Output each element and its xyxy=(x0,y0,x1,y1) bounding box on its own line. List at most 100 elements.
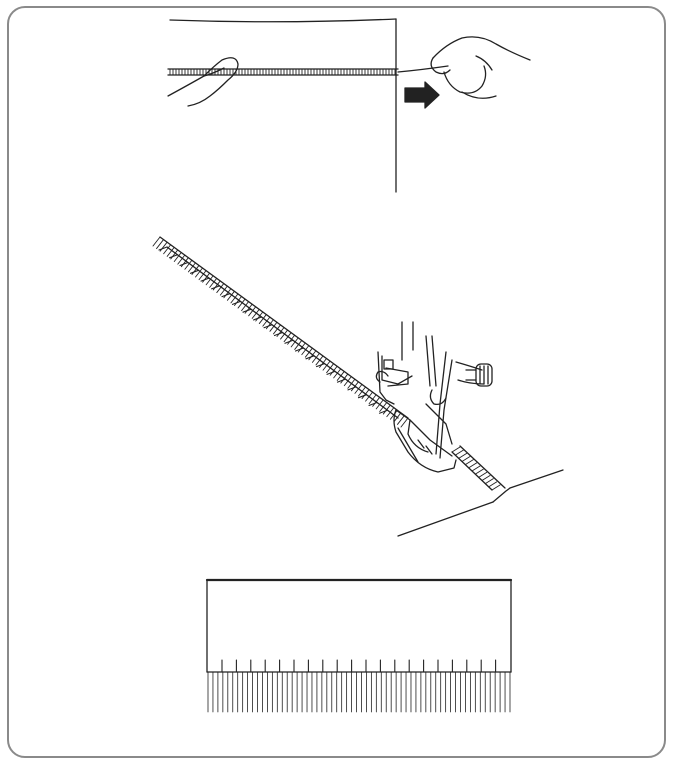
strip-tick xyxy=(163,244,172,255)
illustration-frame xyxy=(7,6,666,758)
fringe-loop xyxy=(315,363,326,368)
exit-tick xyxy=(481,475,491,481)
strip-tick xyxy=(365,391,374,402)
fringe-loop xyxy=(347,386,357,391)
strip-tick xyxy=(216,283,225,293)
strip-tick xyxy=(393,412,402,423)
strip-tick xyxy=(184,259,193,270)
strip-tick xyxy=(340,373,349,384)
strip-tick xyxy=(191,264,200,275)
strip-tick xyxy=(159,241,168,252)
strip-tick xyxy=(350,381,359,392)
exit-tick xyxy=(468,462,478,469)
strip-tick xyxy=(177,254,186,265)
strip-tick xyxy=(297,342,306,353)
strip-tick xyxy=(294,339,303,350)
panel-finished-fringe xyxy=(205,578,513,713)
right-hand-icon xyxy=(430,36,531,99)
fringe-loop xyxy=(242,308,252,313)
fringe-loop xyxy=(273,331,284,337)
fringe-stitches xyxy=(214,659,497,673)
strip-tick xyxy=(258,314,267,325)
fringe-loop xyxy=(168,254,179,259)
stitch-band xyxy=(167,68,399,76)
strip-tick xyxy=(223,288,232,299)
strip-tick xyxy=(386,407,395,418)
strip-tick xyxy=(322,360,331,371)
strip-tick xyxy=(343,376,352,387)
strip-tick xyxy=(319,358,327,368)
strip-tick xyxy=(209,277,218,288)
strip-tick xyxy=(326,363,335,374)
strip-tick xyxy=(152,236,161,247)
strip-tick xyxy=(382,404,391,415)
strip-tick xyxy=(251,308,260,319)
strip-tick xyxy=(372,396,381,407)
strip-tick xyxy=(358,386,366,397)
strip-tick xyxy=(329,365,338,376)
strip-tick xyxy=(166,246,175,257)
strip-tick xyxy=(205,275,214,286)
strip-tick xyxy=(198,270,207,281)
exit-tick xyxy=(464,459,474,466)
strip-tick xyxy=(265,319,274,330)
fringe-loop xyxy=(294,347,305,352)
strip-tick xyxy=(212,280,221,291)
fabric-edge-right xyxy=(509,469,564,489)
exit-tick xyxy=(471,465,481,472)
strip-tick xyxy=(347,378,356,389)
panel-fringe-sewing xyxy=(152,236,564,537)
exit-tick xyxy=(461,456,471,462)
exit-tick xyxy=(478,471,488,478)
strip-tick xyxy=(230,293,239,304)
strip-tick xyxy=(290,337,299,348)
strip-tick xyxy=(368,394,377,405)
strip-tick xyxy=(248,306,257,317)
strip-tick xyxy=(276,327,285,337)
strip-tick xyxy=(375,399,384,410)
strip-tick xyxy=(255,311,264,322)
fringe-loop xyxy=(231,300,242,305)
presser-foot-icon xyxy=(375,321,493,473)
fringe-loop xyxy=(326,370,336,375)
strip-tick xyxy=(354,383,363,394)
strip-tick xyxy=(301,345,310,356)
strip-tick xyxy=(400,417,409,428)
diagonal-stitch-strip xyxy=(152,236,409,428)
strip-tick xyxy=(336,371,345,381)
fringe-loop xyxy=(284,339,294,344)
strip-tick xyxy=(287,334,296,345)
strip-tick xyxy=(304,347,313,358)
fringe-loop xyxy=(200,277,210,282)
strip-tick xyxy=(156,239,164,250)
strip-tick xyxy=(315,355,324,366)
strip-tick xyxy=(195,267,203,278)
fringe-loop xyxy=(263,324,273,329)
strip-tick xyxy=(269,321,278,332)
exit-tick xyxy=(484,478,494,485)
fringe-loop xyxy=(252,316,263,321)
fringe-loop xyxy=(189,269,200,274)
exit-tick xyxy=(454,449,464,456)
fringe-loop xyxy=(357,394,368,399)
stitch-strip-exit xyxy=(451,445,506,491)
strip-tick xyxy=(244,303,253,314)
strip-tick xyxy=(202,272,211,283)
strip-tick xyxy=(262,316,271,327)
strip-tick xyxy=(280,329,288,340)
strip-tick xyxy=(389,409,398,420)
fabric-edge-step xyxy=(492,487,511,503)
strip-tick xyxy=(283,332,292,343)
strip-tick xyxy=(361,389,370,400)
fringe-loop xyxy=(368,401,378,407)
fringe-loop xyxy=(305,355,315,360)
fabric-top-edge xyxy=(169,18,397,23)
strip-tick xyxy=(234,296,242,306)
left-hand-icon xyxy=(167,57,239,107)
exit-tick xyxy=(458,452,468,459)
fringe-loop xyxy=(378,409,389,414)
strip-tick xyxy=(311,352,320,363)
fringe-loop xyxy=(158,246,168,251)
